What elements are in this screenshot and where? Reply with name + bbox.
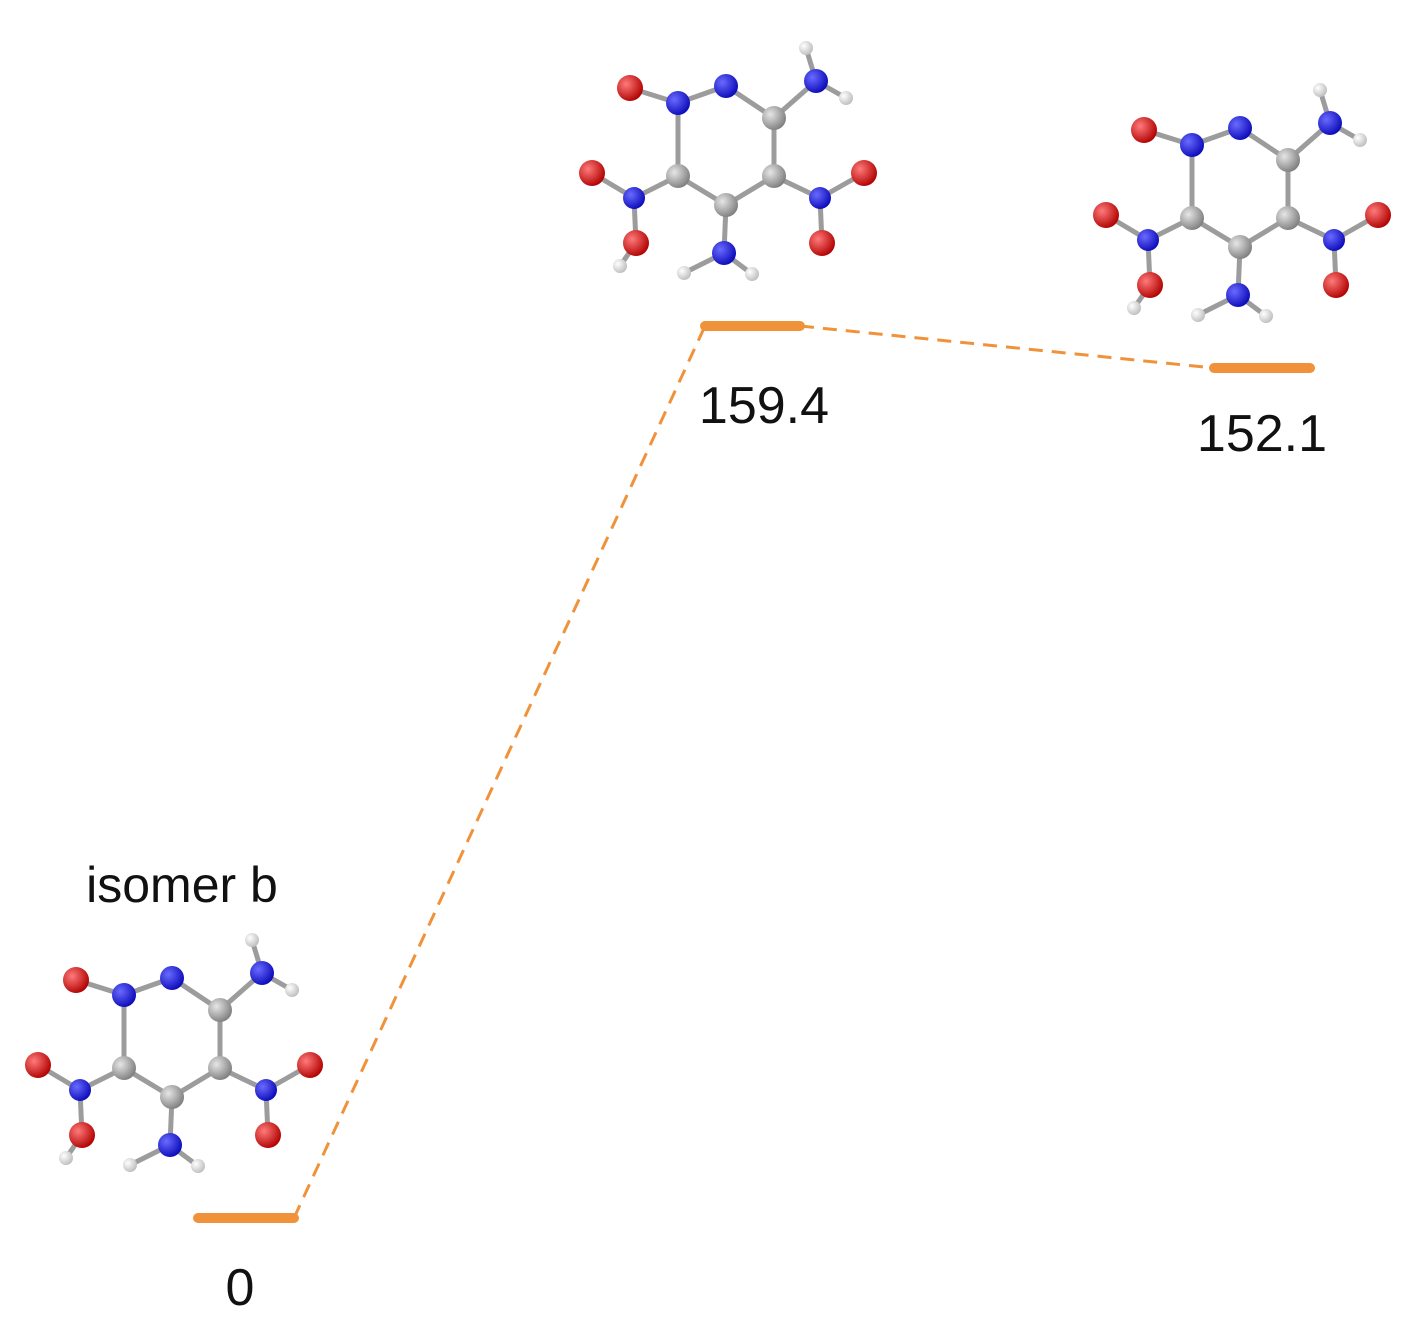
carbon-atom xyxy=(1228,235,1252,259)
oxygen-atom xyxy=(1323,272,1349,298)
carbon-atom xyxy=(1276,148,1300,172)
energy-value-product: 152.1 xyxy=(1197,405,1327,463)
oxygen-atom xyxy=(623,230,649,256)
molecule-intermediate xyxy=(579,41,877,281)
connector-intermediate-to-product xyxy=(799,324,1215,370)
oxygen-atom xyxy=(1131,117,1157,143)
oxygen-atom xyxy=(25,1052,51,1078)
nitrogen-atom xyxy=(1180,133,1204,157)
nitrogen-atom xyxy=(160,966,184,990)
molecule-product xyxy=(1093,83,1391,323)
carbon-atom xyxy=(762,164,786,188)
hydrogen-atom xyxy=(123,1158,137,1172)
hydrogen-atom xyxy=(1191,308,1205,322)
nitrogen-atom xyxy=(255,1079,277,1101)
nitrogen-atom xyxy=(69,1079,91,1101)
hydrogen-atom xyxy=(1353,133,1367,147)
hydrogen-atom xyxy=(245,933,259,947)
hydrogen-atom xyxy=(285,983,299,997)
carbon-atom xyxy=(1180,206,1204,230)
carbon-atom xyxy=(208,998,232,1022)
oxygen-atom xyxy=(297,1052,323,1078)
nitrogen-atom xyxy=(1226,283,1250,307)
oxygen-atom xyxy=(1093,202,1119,228)
oxygen-atom xyxy=(255,1122,281,1148)
molecule-isomer-b xyxy=(25,933,323,1173)
oxygen-atom xyxy=(617,75,643,101)
hydrogen-atom xyxy=(1313,83,1327,97)
carbon-atom xyxy=(714,193,738,217)
nitrogen-atom xyxy=(714,74,738,98)
oxygen-atom xyxy=(63,967,89,993)
oxygen-atom xyxy=(851,160,877,186)
energy-value-intermediate: 159.4 xyxy=(699,377,829,435)
carbon-atom xyxy=(112,1056,136,1080)
oxygen-atom xyxy=(69,1122,95,1148)
nitrogen-atom xyxy=(623,187,645,209)
nitrogen-atom xyxy=(1318,111,1342,135)
nitrogen-atom xyxy=(666,91,690,115)
oxygen-atom xyxy=(579,160,605,186)
oxygen-atom xyxy=(809,230,835,256)
nitrogen-atom xyxy=(112,983,136,1007)
connector-isomer-to-intermediate xyxy=(292,325,707,1219)
energy-levels xyxy=(193,321,1315,1223)
hydrogen-atom xyxy=(191,1159,205,1173)
connectors xyxy=(292,324,1215,1219)
hydrogen-atom xyxy=(799,41,813,55)
nitrogen-atom xyxy=(712,241,736,265)
hydrogen-atom xyxy=(839,91,853,105)
nitrogen-atom xyxy=(804,69,828,93)
nitrogen-atom xyxy=(158,1133,182,1157)
oxygen-atom xyxy=(1137,272,1163,298)
nitrogen-atom xyxy=(1323,229,1345,251)
carbon-atom xyxy=(762,106,786,130)
carbon-atom xyxy=(160,1085,184,1109)
hydrogen-atom xyxy=(59,1151,73,1165)
carbon-atom xyxy=(666,164,690,188)
hydrogen-atom xyxy=(1259,309,1273,323)
nitrogen-atom xyxy=(1228,116,1252,140)
hydrogen-atom xyxy=(745,267,759,281)
carbon-atom xyxy=(208,1056,232,1080)
hydrogen-atom xyxy=(1127,301,1141,315)
nitrogen-atom xyxy=(250,961,274,985)
nitrogen-atom xyxy=(809,187,831,209)
carbon-atom xyxy=(1276,206,1300,230)
energy-value-isomer-b: 0 xyxy=(226,1259,255,1317)
structure-title: isomer b xyxy=(86,857,278,913)
nitrogen-atom xyxy=(1137,229,1159,251)
hydrogen-atom xyxy=(677,266,691,280)
hydrogen-atom xyxy=(613,259,627,273)
oxygen-atom xyxy=(1365,202,1391,228)
